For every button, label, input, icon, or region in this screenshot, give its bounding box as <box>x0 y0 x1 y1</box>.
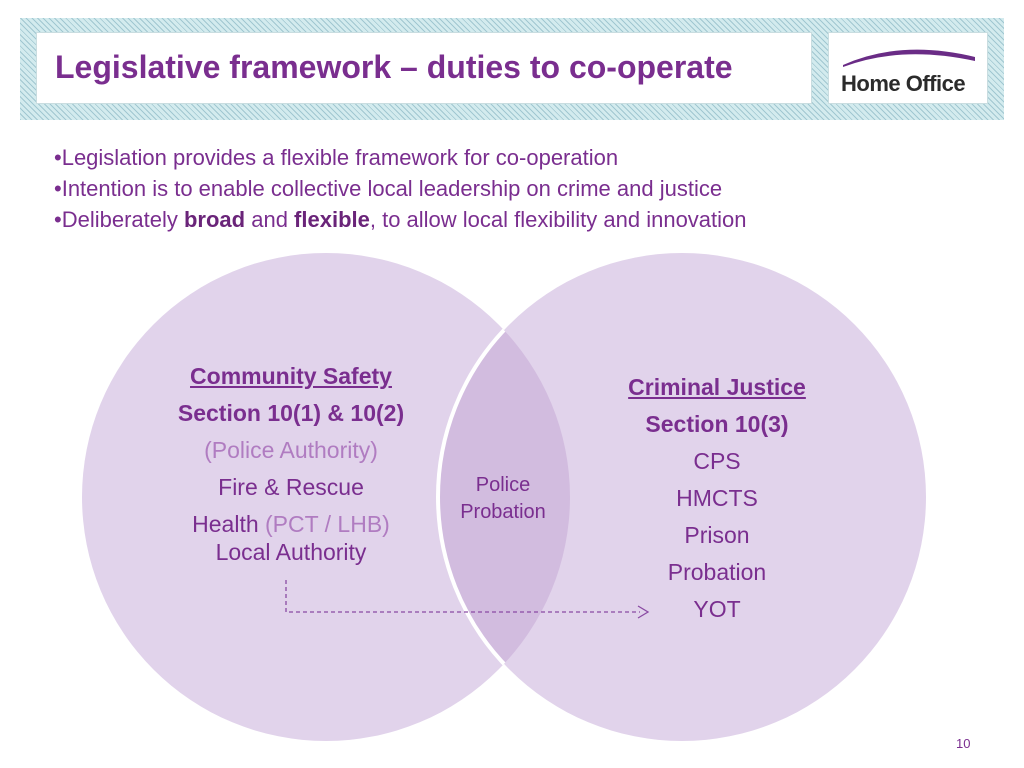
fire-rescue-label: Fire & Rescue <box>218 474 364 500</box>
criminal-justice-heading: Criminal Justice <box>628 374 806 400</box>
bullet-text: , to allow local flexibility and innovat… <box>369 207 747 232</box>
cj-item-probation: Probation <box>667 559 767 585</box>
bullet-item: •Intention is to enable collective local… <box>54 173 747 204</box>
criminal-justice-list: Criminal Justice Section 10(3) CPS HMCTS… <box>577 373 857 632</box>
bullet-item: •Deliberately broad and flexible, to all… <box>54 204 747 235</box>
venn-overlap-edge <box>436 253 570 741</box>
dashed-connector-arrow <box>285 580 640 613</box>
community-safety-heading: Community Safety <box>190 363 392 389</box>
cj-item-cps: CPS <box>693 448 741 474</box>
health-note: (PCT / LHB) <box>265 511 390 537</box>
overlap-police-label: Police <box>475 474 531 496</box>
local-authority-label: Local Authority <box>215 539 367 565</box>
police-authority-label: (Police Authority) <box>204 437 378 463</box>
health-label: Health (PCT / LHB) <box>131 510 451 538</box>
bullet-bold-broad: broad <box>183 207 246 232</box>
bullet-list: •Legislation provides a flexible framewo… <box>54 142 747 235</box>
venn-circle-community-safety <box>82 253 570 741</box>
cj-item-hmcts: HMCTS <box>676 485 758 511</box>
criminal-justice-section: Section 10(3) <box>645 411 789 437</box>
logo-text: Home Office <box>841 71 966 96</box>
bullet-bold-flexible: flexible <box>294 207 370 232</box>
health-text: Health <box>192 511 259 537</box>
community-safety-section: Section 10(1) & 10(2) <box>177 400 405 426</box>
bullet-item: •Legislation provides a flexible framewo… <box>54 142 747 173</box>
overlap-probation-label: Probation <box>460 501 546 523</box>
community-safety-list: Community Safety Section 10(1) & 10(2) (… <box>131 362 451 566</box>
overlap-labels: Police Probation <box>441 472 565 526</box>
logo-swoosh-icon <box>843 49 975 67</box>
cj-item-prison: Prison <box>684 522 750 548</box>
page-number: 10 <box>956 736 971 751</box>
cj-item-yot: YOT <box>693 596 741 622</box>
arrow-head-icon <box>637 605 650 619</box>
home-office-logo: Home Office <box>828 32 988 104</box>
bullet-text: and <box>245 207 295 232</box>
bullet-text: •Legislation provides a flexible framewo… <box>54 145 619 170</box>
title-box: Legislative framework – duties to co-ope… <box>36 32 812 104</box>
bullet-text: •Deliberately <box>54 207 184 232</box>
venn-circle-criminal-justice <box>438 253 926 741</box>
bullet-text: •Intention is to enable collective local… <box>54 176 723 201</box>
page-title: Legislative framework – duties to co-ope… <box>55 49 733 85</box>
